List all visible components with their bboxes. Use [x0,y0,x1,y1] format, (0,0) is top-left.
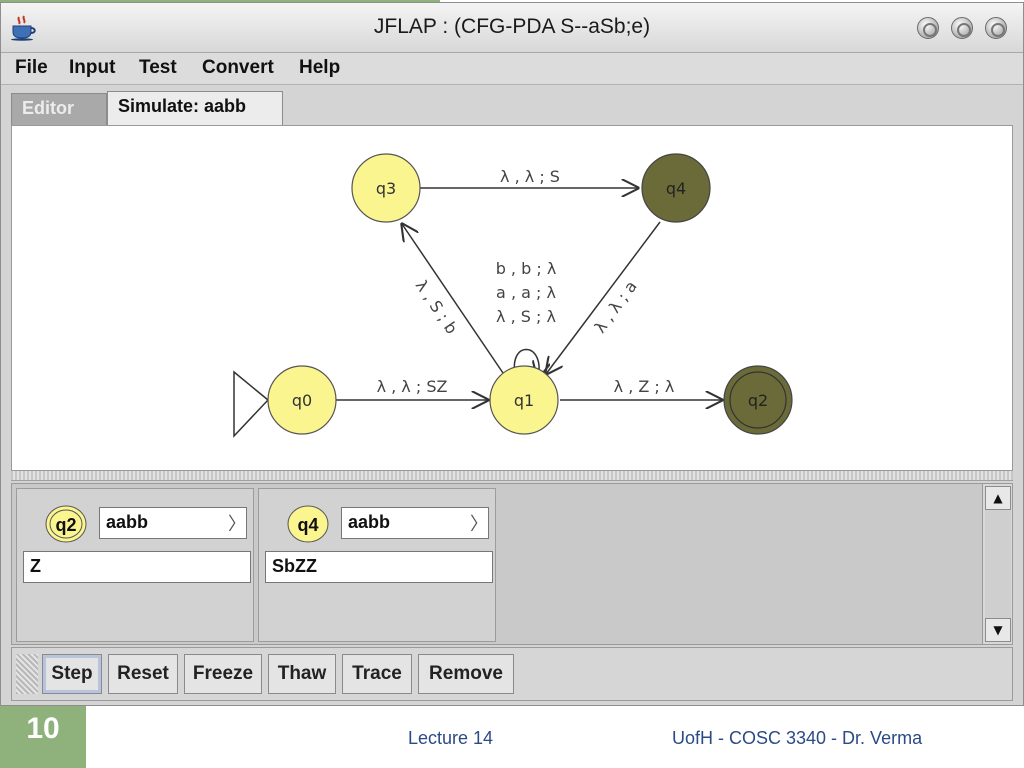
close-icon[interactable] [985,17,1007,39]
tab-simulate[interactable]: Simulate: aabb [107,91,283,125]
state-q0[interactable]: q0 [267,365,337,435]
transition-label: a , a ; λ [496,283,556,302]
slide-number: 10 [26,712,60,745]
minimize-icon[interactable] [917,17,939,39]
transition-label: λ , λ ; a [590,277,640,336]
remove-button[interactable]: Remove [418,654,514,694]
menu-convert[interactable]: Convert [202,57,274,78]
transition-q3-q4[interactable]: λ , λ ; S [418,167,638,188]
maximize-icon[interactable] [951,17,973,39]
footer-course: UofH - COSC 3340 - Dr. Verma [672,728,923,748]
transition-q0-q1[interactable]: λ , λ ; SZ [336,377,488,400]
state-q2[interactable]: q2 [723,365,793,435]
toolbar-grip[interactable] [16,654,38,694]
automaton-canvas[interactable]: λ , λ ; SZ λ , Z ; λ λ , λ ; S λ , S ; b… [11,125,1013,471]
simulation-toolbar: Step Reset Freeze Thaw Trace Remove [11,647,1013,701]
reset-button[interactable]: Reset [108,654,178,694]
state-label: q3 [376,179,396,198]
transition-q4-q1[interactable]: λ , λ ; a [546,221,661,374]
jflap-window: JFLAP : (CFG-PDA S--aSb;e) File Input Te… [0,2,1024,706]
title-bar[interactable]: JFLAP : (CFG-PDA S--aSb;e) [1,3,1023,53]
state-q1[interactable]: q1 [489,365,559,435]
tab-editor[interactable]: Editor [11,93,107,125]
tab-bar: Editor Simulate: aabb [1,85,1023,125]
transition-q1-q3[interactable]: λ , S ; b [402,224,504,374]
configuration-state-label: q4 [297,515,318,535]
thaw-button[interactable]: Thaw [268,654,336,694]
trace-button[interactable]: Trace [342,654,412,694]
slide-number-badge: 10 [0,706,86,768]
split-pane-divider[interactable] [11,471,1013,481]
state-q4[interactable]: q4 [641,153,711,223]
transition-label: λ , λ ; SZ [377,377,448,396]
configuration-card[interactable]: q4 aabb SbZZ [258,488,496,642]
transition-label: λ , Z ; λ [614,377,675,396]
automaton-diagram: λ , λ ; SZ λ , Z ; λ λ , λ ; S λ , S ; b… [233,153,793,438]
configuration-state-q2: q2 [45,505,87,543]
scroll-track[interactable] [985,510,1011,618]
configuration-card[interactable]: q2 aabb Z [16,488,254,642]
menu-input[interactable]: Input [69,57,116,78]
transition-label: λ , S ; λ [496,307,556,326]
state-q3[interactable]: q3 [351,153,421,223]
configuration-state-label: q2 [55,515,76,535]
configuration-state-q4: q4 [287,505,329,543]
menu-help[interactable]: Help [299,57,341,78]
arrow-down-icon[interactable]: ▼ [985,618,1011,642]
window-title: JFLAP : (CFG-PDA S--aSb;e) [373,15,651,38]
menu-test[interactable]: Test [139,57,177,78]
step-button[interactable]: Step [42,654,102,694]
menu-bar: File Input Test Convert Help [1,53,1023,85]
state-label: q2 [748,391,768,410]
freeze-button[interactable]: Freeze [184,654,262,694]
transition-label: λ , λ ; S [500,167,560,186]
transition-q1-q2[interactable]: λ , Z ; λ [560,377,722,400]
state-label: q0 [292,391,312,410]
state-label: q1 [514,391,534,410]
configuration-input-tape: aabb [341,507,489,539]
menu-file[interactable]: File [15,57,48,78]
configurations-scrollbar[interactable]: ▲ ▼ [982,484,1012,644]
configurations-panel: q2 aabb Z q4 aabb SbZZ ▲ ▼ [11,483,1013,645]
transition-q1-q1-loop[interactable]: b , b ; λ a , a ; λ λ , S ; λ [496,259,557,378]
configuration-stack: SbZZ [265,551,493,583]
transition-label: b , b ; λ [496,259,557,278]
java-cup-icon [11,15,36,41]
state-label: q4 [666,179,686,198]
transition-label: λ , S ; b [412,276,462,337]
arrow-up-icon[interactable]: ▲ [985,486,1011,510]
configuration-input-tape: aabb [99,507,247,539]
footer-lecture: Lecture 14 [408,728,494,748]
initial-state-marker [233,370,270,438]
configuration-stack: Z [23,551,251,583]
